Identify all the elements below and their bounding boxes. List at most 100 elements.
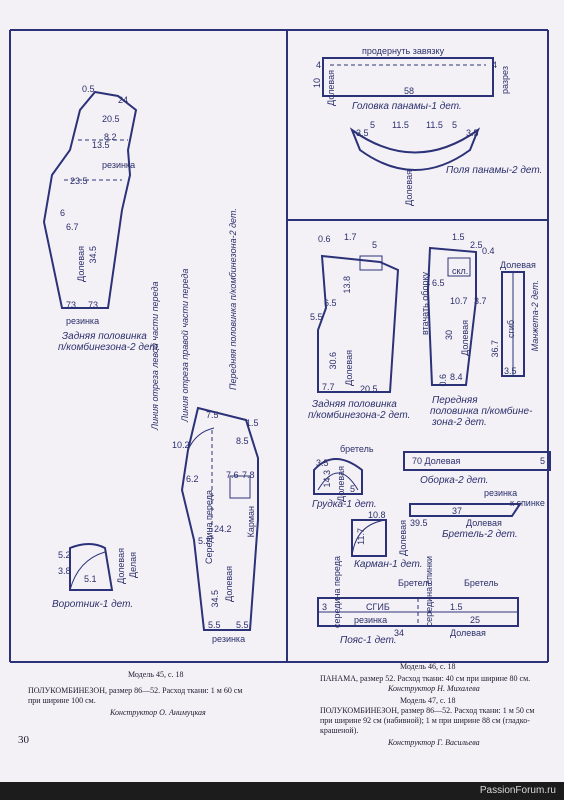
dim-label: 3 — [322, 602, 328, 612]
dim-label: 39.5 — [410, 518, 428, 528]
dim-label: 10.8 — [368, 510, 386, 520]
pocket-mark — [229, 475, 251, 499]
grain-label: Долевая — [336, 466, 346, 502]
label-text: резинка — [212, 634, 246, 644]
dim-label: 36.7 — [490, 340, 500, 358]
caption-model: Модель 46, с. 18 — [400, 662, 456, 671]
grain-label: Долевая — [224, 566, 234, 602]
bib-piece — [313, 458, 363, 495]
dim-label: 37 — [452, 506, 463, 516]
dim-label: 6.5 — [324, 298, 337, 308]
panama-brim-piece — [349, 127, 481, 171]
dim-label: 7.7 — [322, 382, 335, 392]
dim-label: 4 — [316, 60, 322, 70]
label-text: к спинке — [510, 498, 545, 508]
label-text: бретель — [340, 444, 374, 454]
dim-label: 5.5 — [310, 312, 323, 322]
dim-label: 7.5 — [206, 410, 219, 420]
dim-label: 5 — [372, 240, 378, 250]
dim-label: 5 — [452, 120, 458, 130]
grain-label: Долевая — [398, 520, 408, 556]
label-text: Бретель — [398, 578, 433, 588]
dim-label: 3.7 — [474, 296, 487, 306]
label-text: 70 Долевая — [412, 456, 461, 466]
pocket-curve — [351, 519, 387, 557]
dim-label: 4 — [492, 60, 498, 70]
dim-label: 24 — [118, 95, 129, 105]
grain-label: Долевая — [466, 518, 502, 528]
dim-label: 8.5 — [236, 436, 249, 446]
dim-label: 1.5 — [452, 232, 465, 242]
label-text: разрез — [500, 66, 510, 94]
front-half-2-fold — [447, 257, 471, 277]
dim-label: 73 — [66, 300, 77, 310]
caption-text: крашеной). — [320, 726, 359, 735]
dim-label: 1.5 — [450, 602, 463, 612]
dim-label: 3.5 — [466, 128, 479, 138]
grain-label: Долевая — [404, 170, 414, 206]
piece-title: Карман-1 дет. — [354, 559, 423, 570]
dim-label: 1.5 — [246, 418, 259, 428]
dim-label: 24.2 — [214, 524, 232, 534]
dim-label: 10 — [312, 78, 322, 89]
caption-model: Модель 47, с. 18 — [400, 696, 456, 705]
dim-label: 30 — [444, 330, 454, 341]
dim-label: 6.5 — [432, 278, 445, 288]
dim-label: 2.5 — [470, 240, 483, 250]
dim-label: 8.2 — [104, 132, 117, 142]
piece-subtitle: п/комбинезона-2 дет. — [308, 410, 411, 421]
dim-label: 5 — [370, 120, 376, 130]
dim-label: 30.6 — [328, 352, 338, 370]
dim-label: 5 — [350, 484, 356, 494]
piece-title: Воротник-1 дет. — [52, 599, 134, 610]
caption-text: при ширине 92 см (набивной); 1 м при шир… — [320, 716, 530, 725]
grain-label: Долевая — [326, 70, 336, 106]
label-text: Бретель — [464, 578, 499, 588]
dim-label: 25 — [470, 615, 481, 625]
strap-piece — [409, 503, 522, 517]
dim-label: 5.2 — [58, 550, 71, 560]
ruffle-piece — [403, 451, 551, 471]
dim-label: 1.7 — [344, 232, 357, 242]
label-text: резинка — [484, 488, 518, 498]
dim-label: 20.5 — [360, 384, 378, 394]
dim-label: 73 — [88, 300, 99, 310]
front-half-piece — [180, 406, 259, 631]
grain-label: Долевая — [76, 246, 86, 282]
collar-curve — [69, 551, 106, 591]
label-text: середина спинки — [424, 556, 434, 627]
caption-text: ПОЛУКОМБИНЕЗОН, размер 86—52. Расход тка… — [320, 706, 535, 715]
caption-author: Конструктор Г. Васильева — [388, 738, 480, 747]
dim-label: 5.1 — [84, 574, 97, 584]
grain-label: Долевая — [344, 350, 354, 386]
dim-label: 23.5 — [70, 176, 88, 186]
dim-label: 7.6 — [226, 470, 239, 480]
caption-model: Модель 45, с. 18 — [128, 670, 184, 679]
piece-title: Бретель-2 дет. — [442, 529, 518, 540]
piece-title: Оборка-2 дет. — [420, 475, 489, 486]
grain-label: Долевая — [500, 260, 536, 270]
dim-label: 3.5 — [504, 366, 517, 376]
dim-label: 20.5 — [102, 114, 120, 124]
label-text: Середина переда — [204, 490, 214, 565]
watermark-bar: PassionForum.ru — [0, 782, 564, 800]
back-half-2-notch — [359, 255, 383, 271]
dim-label: 3.5 — [316, 458, 329, 468]
piece-title: Грудка-1 дет. — [312, 499, 377, 510]
caption-author: Конструктор О. Анимуцкая — [110, 708, 206, 717]
label-text: втачать оборку — [420, 272, 430, 335]
piece-title: Задняя половинка — [312, 399, 397, 410]
piece-title: Пояс-1 дет. — [340, 635, 397, 646]
front-half-2-piece — [426, 246, 477, 386]
dim-label: 11.5 — [392, 120, 409, 130]
label-text: резинка — [354, 615, 388, 625]
piece-title: Задняя половинка — [62, 331, 147, 342]
dim-label: 34.5 — [88, 246, 98, 264]
caption-author: Конструктор Н. Михалева — [388, 684, 480, 693]
dim-label: 6.2 — [186, 474, 199, 484]
piece-subtitle: половинка п/комбине- — [430, 406, 533, 417]
grain-label: Долевая — [116, 548, 126, 584]
dim-label: 58 — [404, 86, 415, 96]
label-text: середина переда — [332, 556, 342, 629]
